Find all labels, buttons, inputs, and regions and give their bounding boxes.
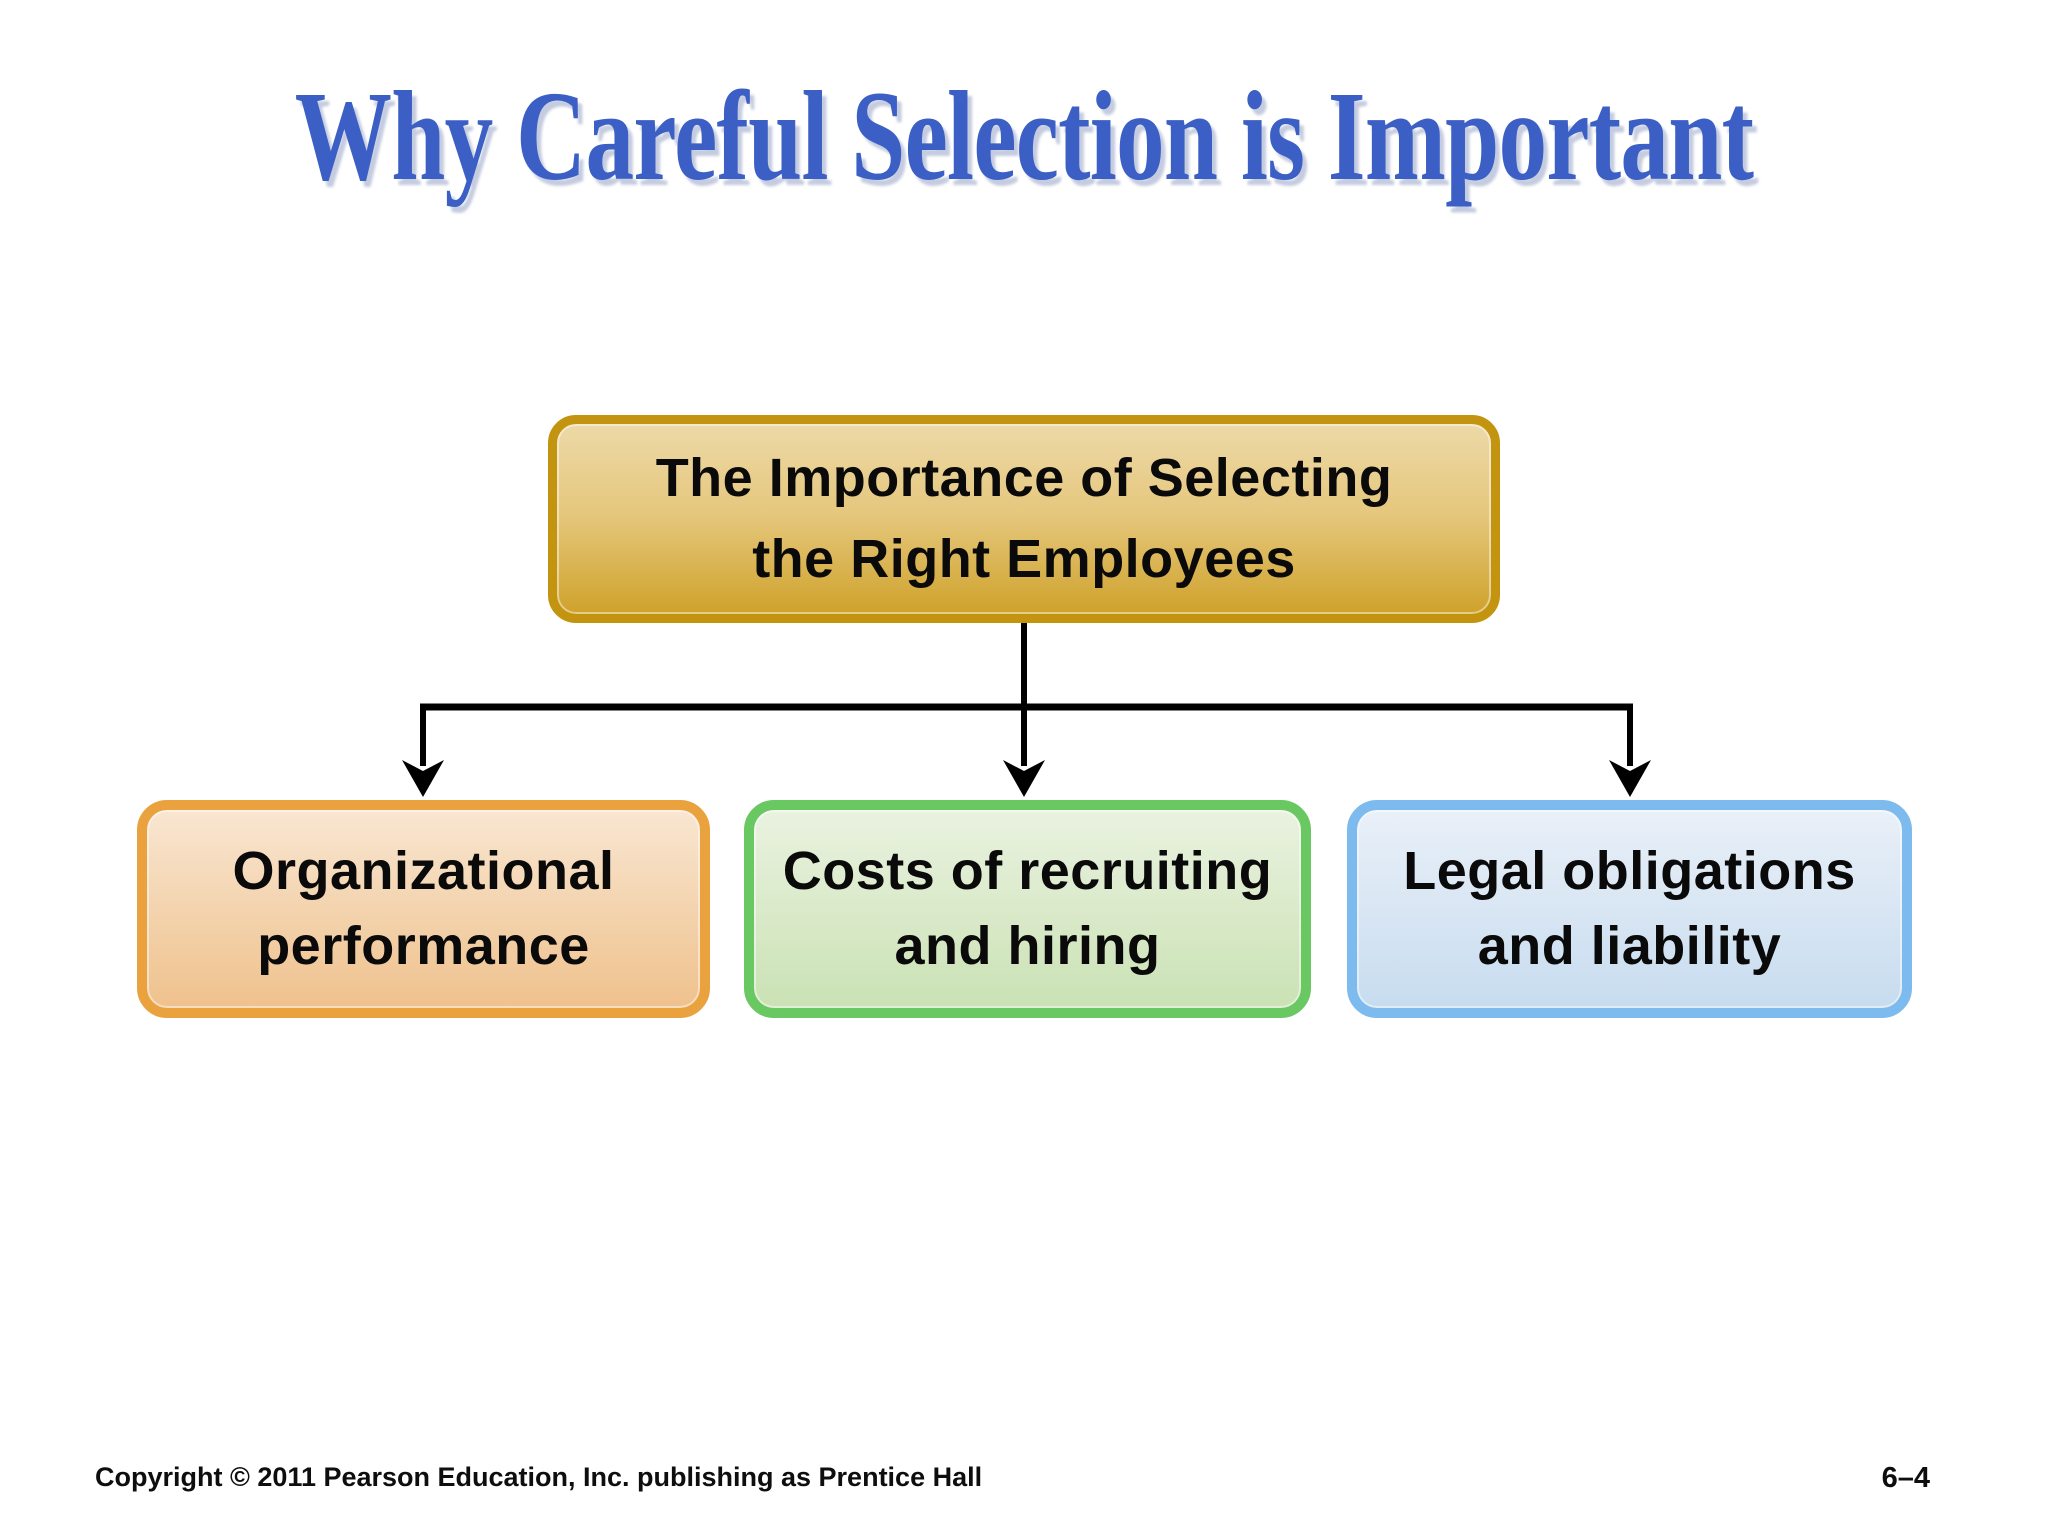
- diagram-box-costs-of-recruiting: Costs of recruiting and hiring: [744, 800, 1311, 1018]
- footer-copyright: Copyright © 2011 Pearson Education, Inc.…: [95, 1462, 983, 1492]
- diagram-box-importance: The Importance of Selecting the Right Em…: [548, 415, 1500, 623]
- arrow-down-icon: [1609, 760, 1651, 797]
- diagram-box-organizational-performance-line2: performance: [257, 916, 590, 976]
- slide-title: Why Careful Selection is Important: [294, 65, 1754, 207]
- slide-number: 6–4: [1881, 1462, 1930, 1494]
- arrow-down-icon: [402, 760, 444, 797]
- diagram-box-legal-obligations: Legal obligations and liability: [1347, 800, 1912, 1018]
- diagram-box-importance-line1: The Importance of Selecting: [655, 448, 1393, 508]
- diagram-box-organizational-performance: Organizational performance: [137, 800, 710, 1018]
- diagram-box-legal-obligations-line1: Legal obligations: [1403, 841, 1856, 902]
- diagram-box-costs-of-recruiting-line1: Costs of recruiting: [782, 841, 1273, 902]
- diagram-box-costs-of-recruiting-line2: and hiring: [894, 916, 1161, 976]
- diagram-box-importance-line2: the Right Employees: [752, 529, 1296, 589]
- arrow-down-icon: [1003, 760, 1045, 797]
- diagram-box-legal-obligations-line2: and liability: [1477, 916, 1782, 976]
- diagram-box-organizational-performance-line1: Organizational: [232, 841, 615, 902]
